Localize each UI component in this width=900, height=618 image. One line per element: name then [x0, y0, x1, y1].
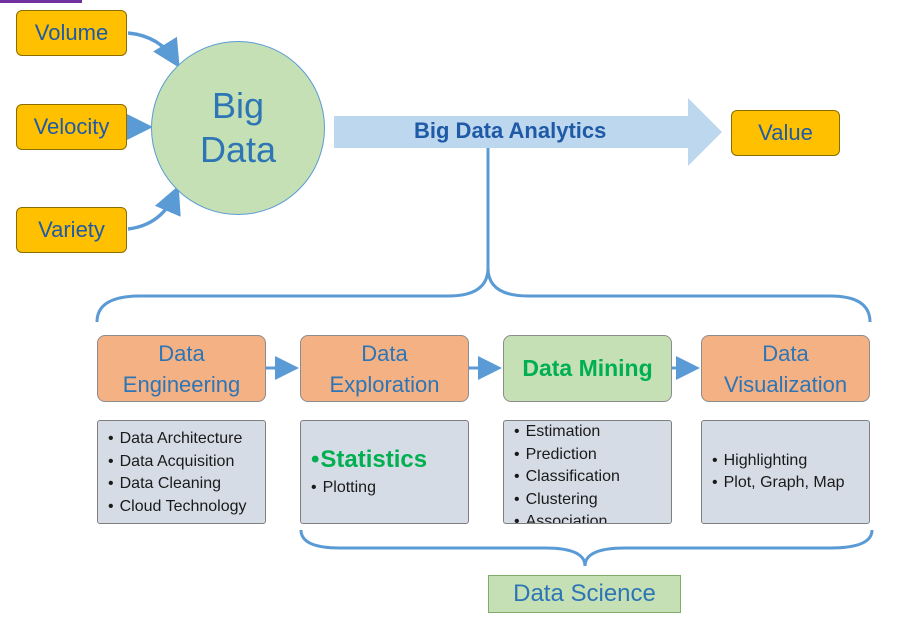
stage-label-line1: Data: [361, 340, 408, 366]
variety-arrow: [127, 185, 181, 231]
detail-item: Data Architecture: [108, 428, 265, 451]
velocity-box: Velocity: [16, 104, 127, 150]
variety-label: Variety: [38, 217, 105, 242]
top-brace: [95, 267, 872, 323]
stage-label-line2: Visualization: [723, 371, 848, 397]
big-data-line2: Data: [199, 129, 277, 170]
value-label: Value: [758, 120, 813, 145]
mining-details: Estimation Prediction Classification Clu…: [503, 420, 672, 524]
stage-data-mining: Data Mining: [503, 335, 672, 402]
stage-data-engineering: Data Engineering: [97, 335, 266, 402]
detail-item: Data Acquisition: [108, 451, 265, 474]
detail-item: Plot, Graph, Map: [712, 472, 869, 495]
stage-label-line2: Engineering: [122, 371, 241, 397]
stage-data-exploration: Data Exploration: [300, 335, 469, 402]
big-data-analytics-arrow: [334, 98, 722, 166]
detail-item: Clustering: [514, 489, 671, 512]
detail-item: Cloud Technology: [108, 496, 265, 519]
data-science-label: Data Science: [513, 580, 656, 607]
velocity-label: Velocity: [33, 114, 110, 139]
detail-item: Classification: [514, 466, 671, 489]
volume-box: Volume: [16, 10, 127, 56]
detail-item: Highlighting: [712, 450, 869, 473]
stage-label-line1: Data: [158, 340, 205, 366]
stage-label-line2: Exploration: [329, 371, 440, 397]
detail-item: Estimation: [514, 421, 671, 444]
big-data-analytics-label: Big Data Analytics: [414, 118, 607, 143]
big-data-circle: Big Data: [151, 41, 325, 215]
stage-data-visualization: Data Visualization: [701, 335, 870, 402]
visualization-details: Highlighting Plot, Graph, Map: [701, 420, 870, 524]
statistics-highlight: Statistics: [311, 443, 468, 477]
volume-arrow: [127, 31, 180, 68]
detail-item: Data Cleaning: [108, 473, 265, 496]
detail-item: Plotting: [311, 477, 468, 500]
volume-label: Volume: [34, 20, 109, 45]
value-box: Value: [731, 110, 840, 156]
detail-item: Association: [514, 511, 671, 523]
bottom-brace: [299, 529, 874, 567]
stage-label-line1: Data: [762, 340, 809, 366]
stage-label-line1: Data Mining: [522, 355, 653, 381]
variety-box: Variety: [16, 207, 127, 253]
data-science-box: Data Science: [488, 575, 681, 613]
big-data-line1: Big: [211, 85, 265, 126]
engineering-details: Data Architecture Data Acquisition Data …: [97, 420, 266, 524]
detail-item: Prediction: [514, 444, 671, 467]
exploration-details: Statistics Plotting: [300, 420, 469, 524]
corner-accent: [0, 0, 82, 3]
